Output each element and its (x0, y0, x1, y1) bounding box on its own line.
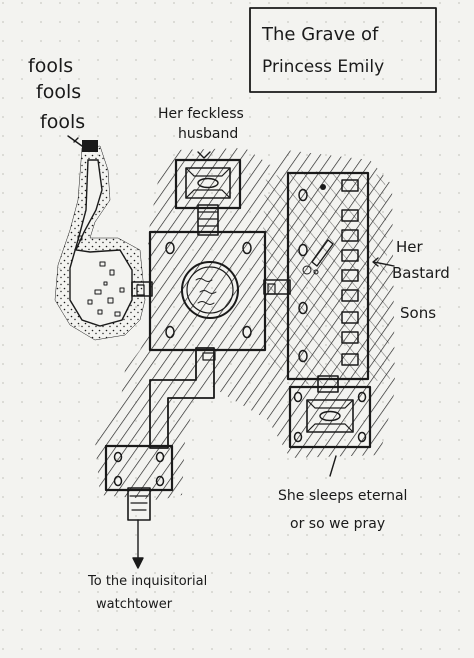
pool (181, 261, 239, 319)
sons-label-1: Her (396, 238, 424, 256)
title-line-2: Princess Emily (262, 57, 384, 77)
sons-label-3: Sons (400, 304, 436, 322)
south-room (104, 444, 174, 492)
husband-sarcophagus (197, 177, 219, 189)
husband-label-2: husband (178, 126, 238, 142)
watchtower-label-1: To the inquisitorial (87, 574, 207, 589)
cave-door (82, 140, 98, 152)
princess-sarcophagus (319, 410, 341, 422)
cave-passage (54, 140, 146, 341)
title-box (249, 7, 437, 93)
sleeps-label-1: She sleeps eternal (278, 488, 407, 504)
fools-label-3: fools (40, 111, 85, 133)
watchtower-label-2: watchtower (96, 597, 173, 612)
label-arrows (67, 135, 395, 569)
princess-tomb (288, 385, 372, 449)
fallen-pillar (311, 239, 334, 267)
sons-label-2: Bastard (392, 264, 450, 282)
central-room (136, 230, 276, 361)
corridors (127, 204, 339, 521)
sons-hall (286, 171, 370, 381)
fools-label-2: fools (36, 81, 81, 103)
title-line-1: The Grave of (261, 24, 379, 45)
husband-tomb (174, 158, 242, 210)
husband-label-1: Her feckless (158, 106, 244, 122)
fools-label-1: fools (28, 55, 73, 77)
sleeps-label-2: or so we pray (290, 516, 385, 532)
